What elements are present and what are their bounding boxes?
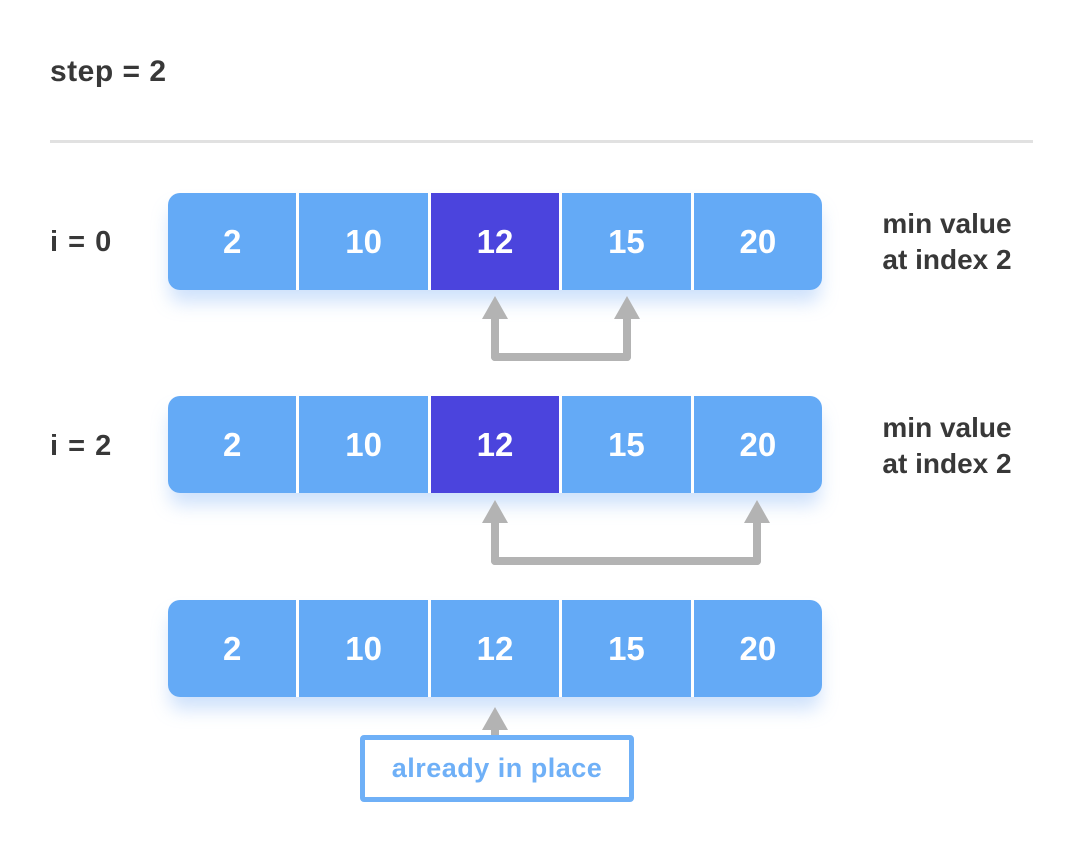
step-title: step = 2 <box>50 55 167 88</box>
up-arrow-icon <box>614 296 640 319</box>
min-value-annotation-2: min value at index 2 <box>858 410 1036 482</box>
array-cell: 20 <box>693 600 823 697</box>
array-cell: 20 <box>693 396 823 493</box>
already-in-place-label: already in place <box>391 753 603 783</box>
array-cell-min: 12 <box>430 193 560 290</box>
annotation-line: at index 2 <box>882 244 1012 275</box>
array-row-3: 2 10 12 15 20 <box>168 600 823 697</box>
array-cell-min: 12 <box>430 396 560 493</box>
array-row-1: 2 10 12 15 20 <box>168 193 823 290</box>
arrow-stem <box>491 727 499 736</box>
array-cell: 2 <box>168 600 297 697</box>
annotation-line: min value <box>882 208 1012 239</box>
array-cell: 15 <box>562 193 691 290</box>
row-label-i2: i = 2 <box>50 430 113 462</box>
array-cell: 2 <box>168 396 297 493</box>
up-arrow-icon <box>482 707 508 730</box>
annotation-line: at index 2 <box>882 448 1012 479</box>
array-cell: 12 <box>430 600 560 697</box>
array-cell: 2 <box>168 193 297 290</box>
array-cell: 10 <box>299 600 428 697</box>
already-in-place-box: already in place <box>360 735 634 802</box>
array-row-2: 2 10 12 15 20 <box>168 396 823 493</box>
array-cell: 15 <box>562 396 691 493</box>
array-cell: 20 <box>693 193 823 290</box>
array-cell: 15 <box>562 600 691 697</box>
annotation-line: min value <box>882 412 1012 443</box>
compare-bracket-2 <box>491 521 761 565</box>
array-cell: 10 <box>299 193 428 290</box>
array-cell: 10 <box>299 396 428 493</box>
up-arrow-icon <box>482 296 508 319</box>
compare-bracket-1 <box>491 317 631 361</box>
row-label-i0: i = 0 <box>50 226 113 258</box>
min-value-annotation-1: min value at index 2 <box>858 206 1036 278</box>
up-arrow-icon <box>744 500 770 523</box>
up-arrow-icon <box>482 500 508 523</box>
divider <box>50 140 1033 143</box>
